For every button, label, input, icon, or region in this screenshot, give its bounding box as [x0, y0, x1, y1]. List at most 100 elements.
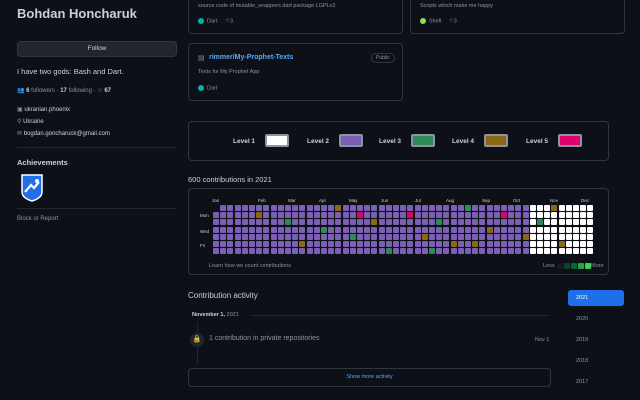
- contribution-day[interactable]: [277, 205, 284, 211]
- contribution-day[interactable]: [371, 241, 378, 247]
- contribution-day[interactable]: [299, 212, 306, 219]
- contribution-day[interactable]: [479, 219, 486, 226]
- contribution-day[interactable]: [364, 241, 371, 247]
- contribution-day[interactable]: [263, 212, 270, 219]
- contribution-day[interactable]: [349, 219, 356, 226]
- contribution-day[interactable]: [436, 241, 443, 247]
- contribution-day[interactable]: [465, 233, 471, 240]
- legend-level-swatch[interactable]: [484, 134, 508, 147]
- contribution-day[interactable]: [270, 241, 277, 247]
- contribution-day[interactable]: [285, 219, 291, 226]
- contribution-day[interactable]: [357, 241, 363, 247]
- contribution-day[interactable]: [256, 241, 263, 247]
- repo-title-link[interactable]: rimmer/My-Prophet-Texts: [209, 54, 294, 61]
- contribution-day[interactable]: [306, 248, 313, 255]
- contribution-day[interactable]: [357, 248, 363, 255]
- contribution-day[interactable]: [565, 226, 572, 233]
- follow-button[interactable]: Follow: [17, 41, 177, 57]
- contribution-day[interactable]: [220, 219, 227, 226]
- contribution-day[interactable]: [256, 219, 263, 226]
- contribution-day[interactable]: [587, 226, 594, 233]
- contribution-day[interactable]: [544, 205, 551, 211]
- contribution-day[interactable]: [465, 241, 471, 247]
- contribution-day[interactable]: [501, 219, 507, 226]
- contribution-day[interactable]: [328, 212, 335, 219]
- contribution-day[interactable]: [407, 219, 414, 226]
- contribution-day[interactable]: [213, 241, 219, 247]
- contribution-day[interactable]: [400, 219, 407, 226]
- stars-link[interactable]: 67: [104, 88, 112, 94]
- contribution-day[interactable]: [472, 233, 479, 240]
- contribution-day[interactable]: [299, 219, 306, 226]
- contribution-day[interactable]: [378, 212, 385, 219]
- contribution-day[interactable]: [573, 233, 579, 240]
- contribution-day[interactable]: [493, 205, 500, 211]
- contribution-day[interactable]: [515, 226, 522, 233]
- contribution-day[interactable]: [321, 233, 327, 240]
- contribution-day[interactable]: [580, 226, 587, 233]
- contribution-day[interactable]: [335, 205, 342, 211]
- contribution-day[interactable]: [256, 226, 263, 233]
- contribution-day[interactable]: [551, 248, 558, 255]
- year-filter-2019[interactable]: 2019: [576, 337, 589, 343]
- contribution-day[interactable]: [501, 233, 507, 240]
- contribution-day[interactable]: [241, 226, 248, 233]
- contribution-day[interactable]: [551, 233, 558, 240]
- contribution-day[interactable]: [213, 233, 219, 240]
- contribution-day[interactable]: [357, 226, 363, 233]
- year-filter-2018[interactable]: 2018: [576, 358, 589, 364]
- contribution-day[interactable]: [349, 241, 356, 247]
- contribution-day[interactable]: [414, 219, 421, 226]
- contribution-day[interactable]: [479, 241, 486, 247]
- contribution-day[interactable]: [364, 248, 371, 255]
- learn-contributions-link[interactable]: Learn how we count contributions: [209, 263, 291, 269]
- contribution-day[interactable]: [241, 205, 248, 211]
- contribution-day[interactable]: [573, 212, 579, 219]
- contribution-day[interactable]: [371, 219, 378, 226]
- contribution-day[interactable]: [400, 226, 407, 233]
- contribution-day[interactable]: [421, 248, 428, 255]
- contribution-day[interactable]: [515, 212, 522, 219]
- contribution-day[interactable]: [544, 212, 551, 219]
- contribution-day[interactable]: [234, 219, 241, 226]
- contribution-day[interactable]: [429, 241, 435, 247]
- contribution-day[interactable]: [457, 241, 464, 247]
- contribution-day[interactable]: [501, 205, 507, 211]
- contribution-day[interactable]: [234, 248, 241, 255]
- contribution-day[interactable]: [393, 248, 399, 255]
- contribution-day[interactable]: [270, 212, 277, 219]
- contribution-day[interactable]: [472, 219, 479, 226]
- contribution-day[interactable]: [385, 248, 392, 255]
- contribution-day[interactable]: [414, 226, 421, 233]
- contribution-day[interactable]: [277, 233, 284, 240]
- contribution-day[interactable]: [486, 205, 493, 211]
- contribution-day[interactable]: [479, 233, 486, 240]
- contribution-day[interactable]: [270, 219, 277, 226]
- contribution-day[interactable]: [277, 241, 284, 247]
- contribution-day[interactable]: [407, 205, 414, 211]
- contribution-day[interactable]: [400, 233, 407, 240]
- contribution-day[interactable]: [393, 226, 399, 233]
- contribution-day[interactable]: [508, 248, 515, 255]
- contribution-day[interactable]: [414, 212, 421, 219]
- contribution-day[interactable]: [328, 241, 335, 247]
- following-link[interactable]: 17 following: [60, 88, 92, 94]
- contribution-day[interactable]: [213, 226, 219, 233]
- contribution-day[interactable]: [342, 226, 349, 233]
- contribution-day[interactable]: [486, 219, 493, 226]
- contribution-day[interactable]: [522, 219, 529, 226]
- contribution-day[interactable]: [486, 226, 493, 233]
- contribution-day[interactable]: [450, 241, 457, 247]
- contribution-day[interactable]: [328, 226, 335, 233]
- contribution-day[interactable]: [457, 233, 464, 240]
- contribution-day[interactable]: [501, 212, 507, 219]
- contribution-day[interactable]: [328, 233, 335, 240]
- contribution-day[interactable]: [292, 212, 299, 219]
- contribution-day[interactable]: [558, 212, 565, 219]
- contribution-day[interactable]: [565, 233, 572, 240]
- contribution-day[interactable]: [321, 226, 327, 233]
- contribution-day[interactable]: [241, 212, 248, 219]
- contribution-day[interactable]: [429, 219, 435, 226]
- contribution-day[interactable]: [558, 205, 565, 211]
- contribution-day[interactable]: [421, 241, 428, 247]
